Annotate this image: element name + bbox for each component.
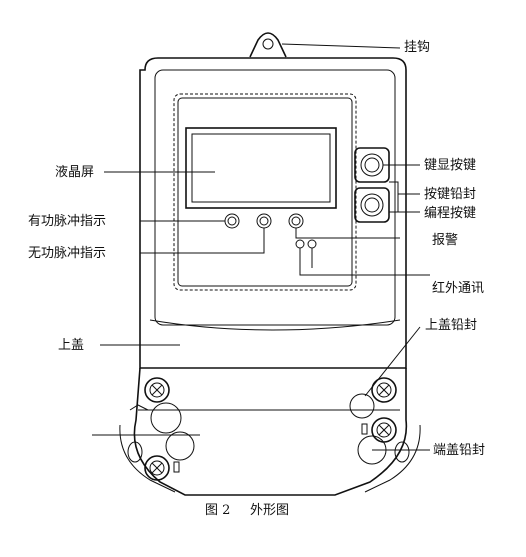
programming-button — [354, 187, 390, 223]
right-hole — [394, 441, 410, 463]
hook — [249, 32, 287, 58]
alarm-led — [288, 213, 304, 229]
seal-lower-left — [165, 431, 195, 461]
seal-upper-left — [150, 402, 182, 434]
terminal-screw-top-left — [144, 377, 170, 403]
label-prog-key: 编程按键 — [424, 206, 476, 221]
terminal-screw-bottom-right — [371, 417, 397, 443]
reactive-pulse-led — [256, 213, 272, 229]
label-active-pulse: 有功脉冲指示 — [28, 214, 106, 229]
infrared-port — [295, 239, 317, 249]
label-hook: 挂钩 — [404, 40, 430, 55]
label-key-display: 键显按键 — [424, 158, 476, 173]
meter-body — [139, 57, 407, 369]
label-alarm: 报警 — [432, 232, 458, 248]
display-window-frame — [177, 97, 353, 287]
label-terminal-seal: 端盖铅封 — [433, 443, 485, 458]
figure-number: 图 2 — [205, 503, 230, 518]
seal-wire-left — [173, 461, 180, 473]
active-pulse-led — [224, 213, 240, 229]
label-infrared: 红外通讯 — [432, 280, 484, 296]
seal-upper-cover — [349, 393, 375, 419]
label-key-seal: 按键铅封 — [424, 187, 476, 202]
lcd-screen — [185, 127, 337, 209]
label-upper-cover: 上盖 — [58, 338, 84, 353]
seal-wire-right — [361, 423, 368, 435]
figure-title: 外形图 — [250, 503, 289, 518]
terminal-screw-top-right — [371, 377, 397, 403]
label-upper-cover-seal: 上盖铅封 — [425, 318, 477, 333]
label-reactive-pulse: 无功脉冲指示 — [28, 246, 106, 261]
terminal-screw-bottom-left — [144, 455, 170, 481]
leader-lines — [92, 43, 430, 451]
label-lcd: 液晶屏 — [55, 165, 94, 180]
left-hole — [127, 441, 143, 463]
key-seal-bracket — [389, 181, 399, 213]
terminal-cover — [119, 367, 421, 496]
display-window-dashed — [173, 93, 357, 291]
